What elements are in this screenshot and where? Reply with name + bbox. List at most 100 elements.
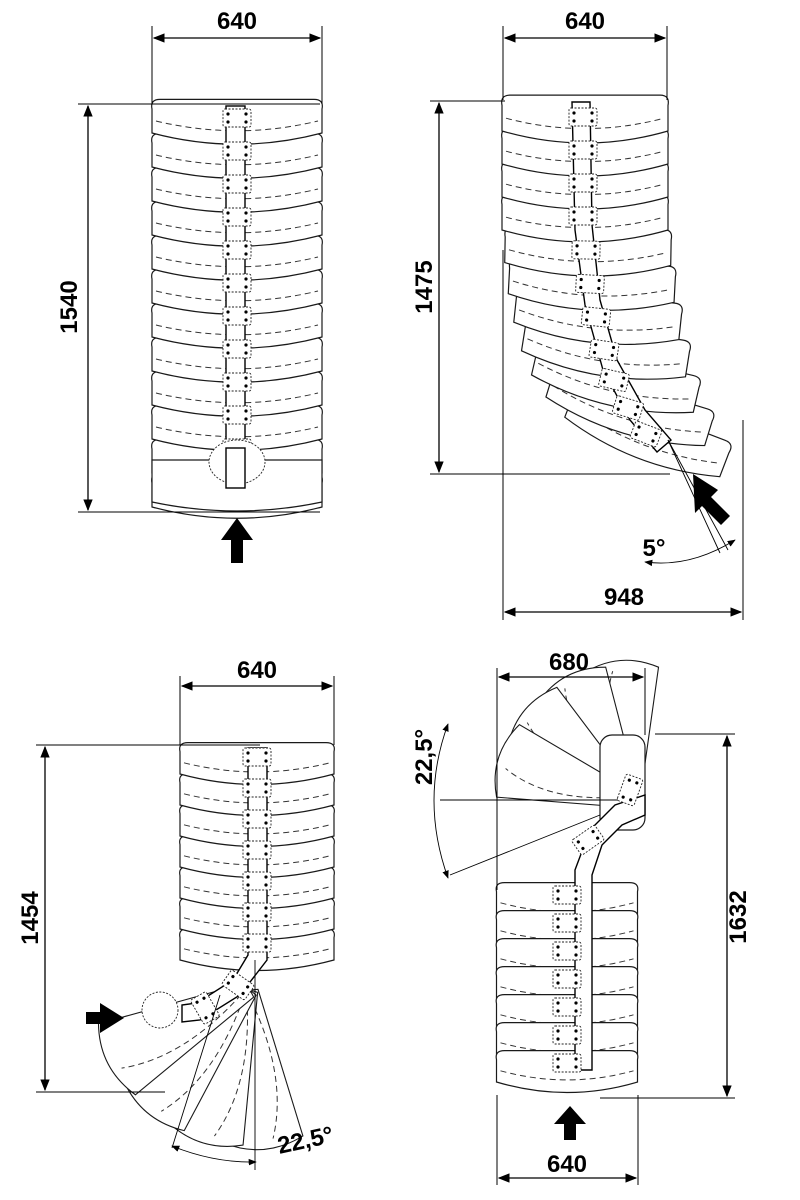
bracket-plate bbox=[588, 338, 620, 362]
bolt-icon bbox=[611, 345, 616, 350]
bracket-plate bbox=[552, 885, 582, 905]
bracket-plate bbox=[568, 173, 598, 193]
bolt-icon bbox=[246, 813, 250, 817]
bracket bbox=[571, 824, 605, 856]
bracket bbox=[221, 969, 255, 1001]
height-label: 1475 bbox=[411, 260, 438, 313]
bracket-plate bbox=[571, 240, 601, 260]
bolt-icon bbox=[603, 312, 607, 316]
bolt-icon bbox=[574, 973, 578, 977]
bracket-plate bbox=[552, 913, 582, 933]
bracket-plate bbox=[580, 306, 612, 328]
bracket-plate bbox=[222, 405, 252, 425]
step-hidden-edge bbox=[500, 1070, 634, 1081]
bracket-plate bbox=[242, 871, 272, 891]
bracket bbox=[571, 240, 601, 260]
bolt-icon bbox=[574, 981, 578, 985]
bracket bbox=[222, 306, 252, 326]
bolt-icon bbox=[574, 897, 578, 901]
bolt-icon bbox=[574, 1057, 578, 1061]
bracket bbox=[242, 933, 272, 953]
bolt-icon bbox=[226, 219, 230, 223]
bolt-icon bbox=[244, 384, 248, 388]
bottom-turn-brackets bbox=[190, 747, 272, 1025]
step-hidden-edge bbox=[518, 309, 677, 331]
bolt-icon bbox=[244, 285, 248, 289]
bolt-icon bbox=[264, 813, 268, 817]
entry-arrow-icon bbox=[554, 1106, 586, 1140]
bolt-icon bbox=[244, 351, 248, 355]
bracket-plate bbox=[242, 809, 272, 829]
bolt-icon bbox=[572, 119, 576, 123]
entry-arrow-icon bbox=[693, 474, 730, 525]
bolt-icon bbox=[241, 991, 245, 996]
bolt-icon bbox=[621, 795, 625, 799]
bolt-icon bbox=[202, 996, 206, 1000]
bolt-icon bbox=[244, 409, 248, 413]
bolt-icon bbox=[602, 320, 607, 324]
bolt-icon bbox=[579, 285, 583, 290]
bolt-icon bbox=[226, 153, 230, 157]
bolt-icon bbox=[572, 144, 576, 148]
bolt-icon bbox=[226, 244, 230, 248]
angle-arc bbox=[644, 539, 736, 567]
bottom-width-label: 640 bbox=[547, 1151, 587, 1178]
bolt-icon bbox=[574, 1001, 578, 1005]
bolt-icon bbox=[246, 844, 250, 848]
bolt-icon bbox=[575, 244, 579, 248]
bracket-plate bbox=[222, 273, 252, 293]
bracket bbox=[242, 902, 272, 922]
bolt-icon bbox=[244, 219, 248, 223]
bolt-icon bbox=[226, 211, 230, 215]
bolt-icon bbox=[226, 186, 230, 190]
bracket bbox=[552, 913, 582, 933]
bolt-icon bbox=[244, 186, 248, 190]
bolt-icon bbox=[264, 790, 268, 794]
bolt-icon bbox=[575, 252, 579, 256]
bolt-icon bbox=[264, 751, 268, 755]
bolt-icon bbox=[556, 917, 560, 921]
bolt-icon bbox=[244, 211, 248, 215]
bolt-icon bbox=[264, 906, 268, 910]
bolt-icon bbox=[244, 112, 248, 116]
base-plate bbox=[141, 991, 179, 1029]
bolt-icon bbox=[226, 120, 230, 124]
bolt-icon bbox=[654, 431, 658, 436]
bracket-plate bbox=[222, 306, 252, 326]
bolt-icon bbox=[246, 945, 250, 949]
width-label: 640 bbox=[217, 8, 257, 35]
bolt-icon bbox=[244, 310, 248, 314]
bolt-icon bbox=[556, 973, 560, 977]
angle-label: 22,5° bbox=[411, 729, 438, 785]
bracket bbox=[222, 141, 252, 161]
step-hidden-edge bbox=[505, 183, 665, 196]
height-label: 1454 bbox=[17, 891, 44, 945]
bracket bbox=[598, 368, 630, 392]
bolt-icon bbox=[246, 759, 250, 763]
bolt-icon bbox=[226, 178, 230, 182]
step-hidden-edge bbox=[505, 150, 665, 163]
bolt-icon bbox=[226, 351, 230, 355]
height-label: 1632 bbox=[725, 890, 752, 943]
bolt-icon bbox=[556, 1029, 560, 1033]
bolt-icon bbox=[634, 432, 638, 437]
bolt-icon bbox=[246, 852, 250, 856]
bolt-icon bbox=[226, 409, 230, 413]
config-curved: 640 1475 948 5° bbox=[411, 8, 744, 620]
config-straight: 640 1540 bbox=[56, 8, 323, 563]
step-hidden-edge bbox=[508, 249, 668, 263]
fan-hidden-edge bbox=[505, 768, 623, 799]
bolt-icon bbox=[556, 1065, 560, 1069]
bracket bbox=[568, 140, 598, 160]
bolt-icon bbox=[590, 185, 594, 189]
bolt-icon bbox=[574, 917, 578, 921]
bolt-icon bbox=[572, 218, 576, 222]
bracket-plate bbox=[222, 240, 252, 260]
bracket bbox=[242, 747, 272, 767]
bracket bbox=[222, 174, 252, 194]
bolt-icon bbox=[264, 914, 268, 918]
bracket-plate bbox=[222, 174, 252, 194]
bolt-icon bbox=[226, 112, 230, 116]
step-hidden-edge bbox=[553, 385, 705, 433]
bracket bbox=[552, 969, 582, 989]
